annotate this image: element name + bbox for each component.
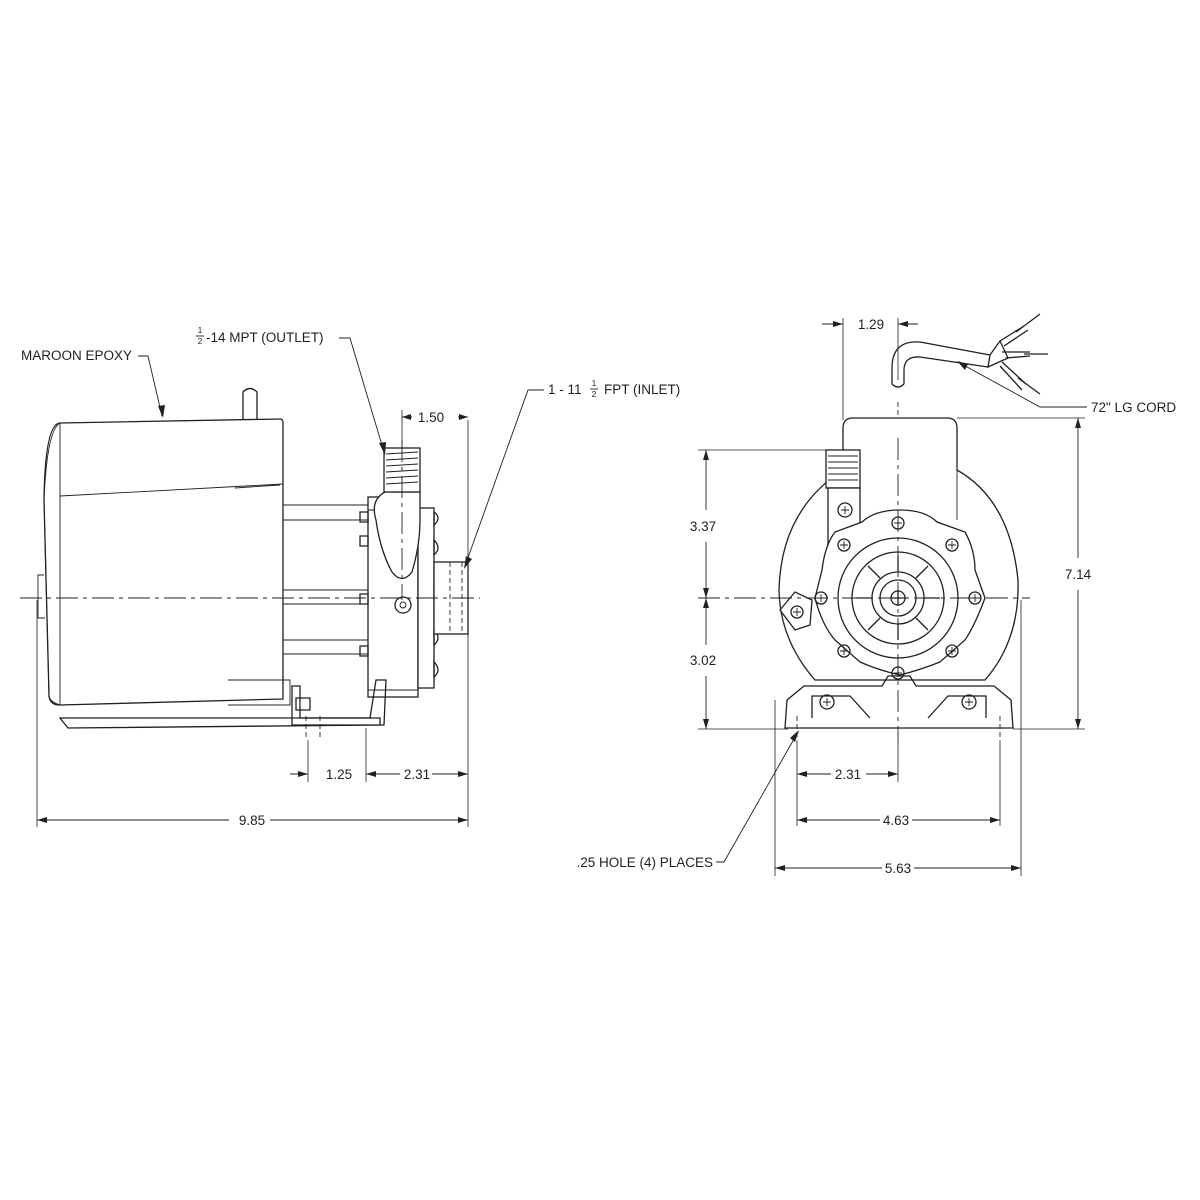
- motor-base-plate: [58, 717, 381, 729]
- svg-text:2: 2: [592, 389, 597, 399]
- front-base: [784, 675, 1014, 729]
- motor-body-outline: [43, 418, 284, 706]
- svg-text:2: 2: [198, 336, 203, 346]
- label-outlet-thread: 1 2 -14 MPT (OUTLET): [196, 325, 324, 346]
- svg-text:1: 1: [198, 325, 203, 335]
- label-hole: .25 HOLE (4) PLACES: [576, 855, 713, 870]
- motor-band-line: [59, 483, 284, 497]
- side-dimensions: 9.85 1.50 1.25 2.31 MAROON EPOXY 1 2 -14…: [21, 325, 680, 828]
- svg-text:1 - 11: 1 - 11: [548, 382, 582, 397]
- dim-foot-spacing: 1.25: [326, 767, 352, 782]
- svg-text:1: 1: [592, 378, 597, 388]
- foot-bolt: [295, 697, 311, 711]
- tie-rods: [283, 504, 368, 655]
- dim-half-hole-spacing: 2.31: [835, 767, 861, 782]
- dim-foot-to-inlet: 2.31: [404, 767, 430, 782]
- dim-upper-height: 3.37: [690, 519, 716, 534]
- front-view: [698, 313, 1048, 745]
- rear-plug: [37, 574, 45, 619]
- label-cord: 72" LG CORD: [1091, 400, 1176, 415]
- label-maroon-epoxy: MAROON EPOXY: [21, 348, 132, 363]
- front-housing-outline: [778, 417, 1019, 681]
- cord-stub: [242, 387, 258, 420]
- cover-plate: [814, 509, 986, 676]
- dim-outlet-offset: 1.29: [858, 317, 884, 332]
- dim-base-width: 5.63: [885, 861, 911, 876]
- dim-hole-spacing: 4.63: [883, 813, 909, 828]
- dim-overall-length: 9.85: [239, 813, 265, 828]
- label-inlet-thread: 1 - 11 1 2 FPT (INLET): [548, 378, 680, 399]
- side-view: [20, 387, 480, 738]
- motor-rear-cap: [43, 422, 61, 706]
- svg-text:FPT (INLET): FPT (INLET): [604, 382, 680, 397]
- svg-text:-14 MPT (OUTLET): -14 MPT (OUTLET): [206, 330, 324, 345]
- mount-bolt: [394, 596, 412, 614]
- dim-lower-height: 3.02: [690, 653, 716, 668]
- dim-inlet-offset: 1.50: [418, 410, 444, 425]
- side-mount-tab: [779, 591, 813, 631]
- outlet-elbow: [373, 491, 421, 580]
- dim-overall-height: 7.14: [1065, 567, 1092, 582]
- front-dimensions: 1.29 3.37 3.02 7.14 2.31 4.63 5.63: [576, 317, 1176, 876]
- foot-bracket: [291, 679, 387, 726]
- front-cord: [891, 341, 991, 384]
